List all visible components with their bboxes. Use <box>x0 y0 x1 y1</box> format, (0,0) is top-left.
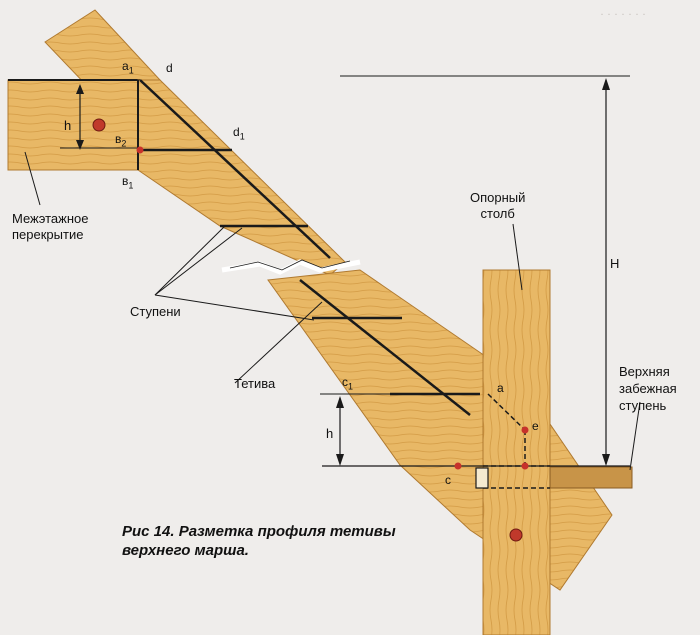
leader-steps-2 <box>154 225 226 296</box>
h-left-label: h <box>64 118 72 133</box>
bolt-floor <box>92 118 106 132</box>
leader-winder <box>629 401 641 471</box>
marker-e <box>521 426 529 434</box>
point-a: a <box>497 381 504 395</box>
leader-post <box>512 223 523 291</box>
bolt-post <box>509 528 523 542</box>
H-label: H <box>610 256 620 271</box>
break-line <box>221 259 361 275</box>
h-mid-arrow-top <box>336 396 344 408</box>
caption-line-2: верхнего марша. <box>122 542 249 559</box>
marker-c <box>454 462 462 470</box>
leader-steps-3 <box>154 294 315 321</box>
point-b1: в1 <box>122 174 134 191</box>
steps-label: Ступени <box>130 304 181 319</box>
dashed-a-e <box>487 393 526 431</box>
stringer-upper <box>137 79 346 276</box>
point-a1: a1 <box>122 59 134 76</box>
break-line-edge <box>229 259 351 271</box>
leader-stringer <box>234 301 323 384</box>
post-label: Опорный столб <box>470 190 526 221</box>
floor-slab <box>7 79 139 171</box>
leader-steps-1 <box>154 227 243 296</box>
h-left-arrow-top <box>76 84 84 94</box>
caption-line-1: Рис 14. Разметка профиля тетивы <box>122 523 396 540</box>
marker-e-lower <box>521 462 529 470</box>
stringer-label: Тетива <box>234 376 276 391</box>
point-d1: d1 <box>233 125 245 142</box>
point-b2: в2 <box>115 132 127 149</box>
point-d: d <box>166 61 173 75</box>
winder-step-board <box>549 466 633 489</box>
notch <box>475 467 489 489</box>
point-c1: c1 <box>342 375 354 392</box>
h-mid-label: h <box>326 426 334 441</box>
background-text: · · · · · · · <box>600 7 646 21</box>
stringer-edge-upper <box>139 79 331 259</box>
figure-caption: Рис 14. Разметка профиля тетивы верхнего… <box>122 522 396 560</box>
winder-step-label: Верхняя забежная ступень <box>619 364 677 413</box>
stringer-edge-lower <box>299 279 471 416</box>
support-post <box>482 269 551 635</box>
leader-floor <box>24 151 41 206</box>
H-arrow-bottom <box>602 454 610 466</box>
h-mid-arrow-bottom <box>336 454 344 466</box>
point-c: c <box>445 473 451 487</box>
h-left-arrow-bottom <box>76 140 84 150</box>
point-e: e <box>532 419 539 433</box>
marker-b2 <box>136 146 144 154</box>
floor-label: Межэтажное перекрытие <box>12 211 89 242</box>
H-arrow-top <box>602 78 610 90</box>
